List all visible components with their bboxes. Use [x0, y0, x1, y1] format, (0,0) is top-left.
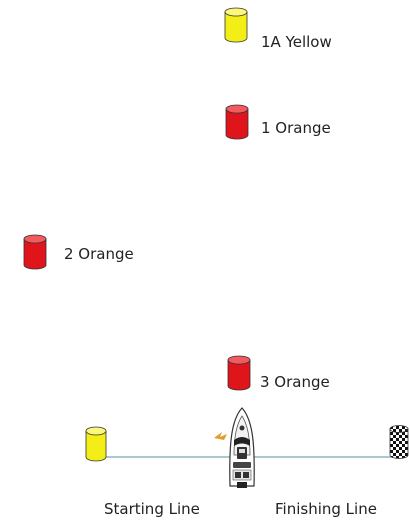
starting-line-label: Starting Line: [104, 500, 200, 518]
finishing-line-label: Finishing Line: [275, 500, 377, 518]
start-buoy-icon: [86, 427, 106, 461]
mark-1a-yellow-icon: [225, 8, 247, 42]
mark-1-label: 1 Orange: [261, 119, 331, 137]
boat-icon: [214, 408, 254, 488]
mark-1-orange-icon: [226, 105, 248, 139]
mark-2-orange-icon: [24, 235, 46, 269]
mark-1a-label: 1A Yellow: [261, 33, 332, 51]
mark-2-label: 2 Orange: [64, 245, 134, 263]
finish-checkered-buoy-icon: [390, 426, 408, 459]
mark-3-orange-icon: [228, 356, 250, 390]
mark-3-label: 3 Orange: [260, 373, 330, 391]
